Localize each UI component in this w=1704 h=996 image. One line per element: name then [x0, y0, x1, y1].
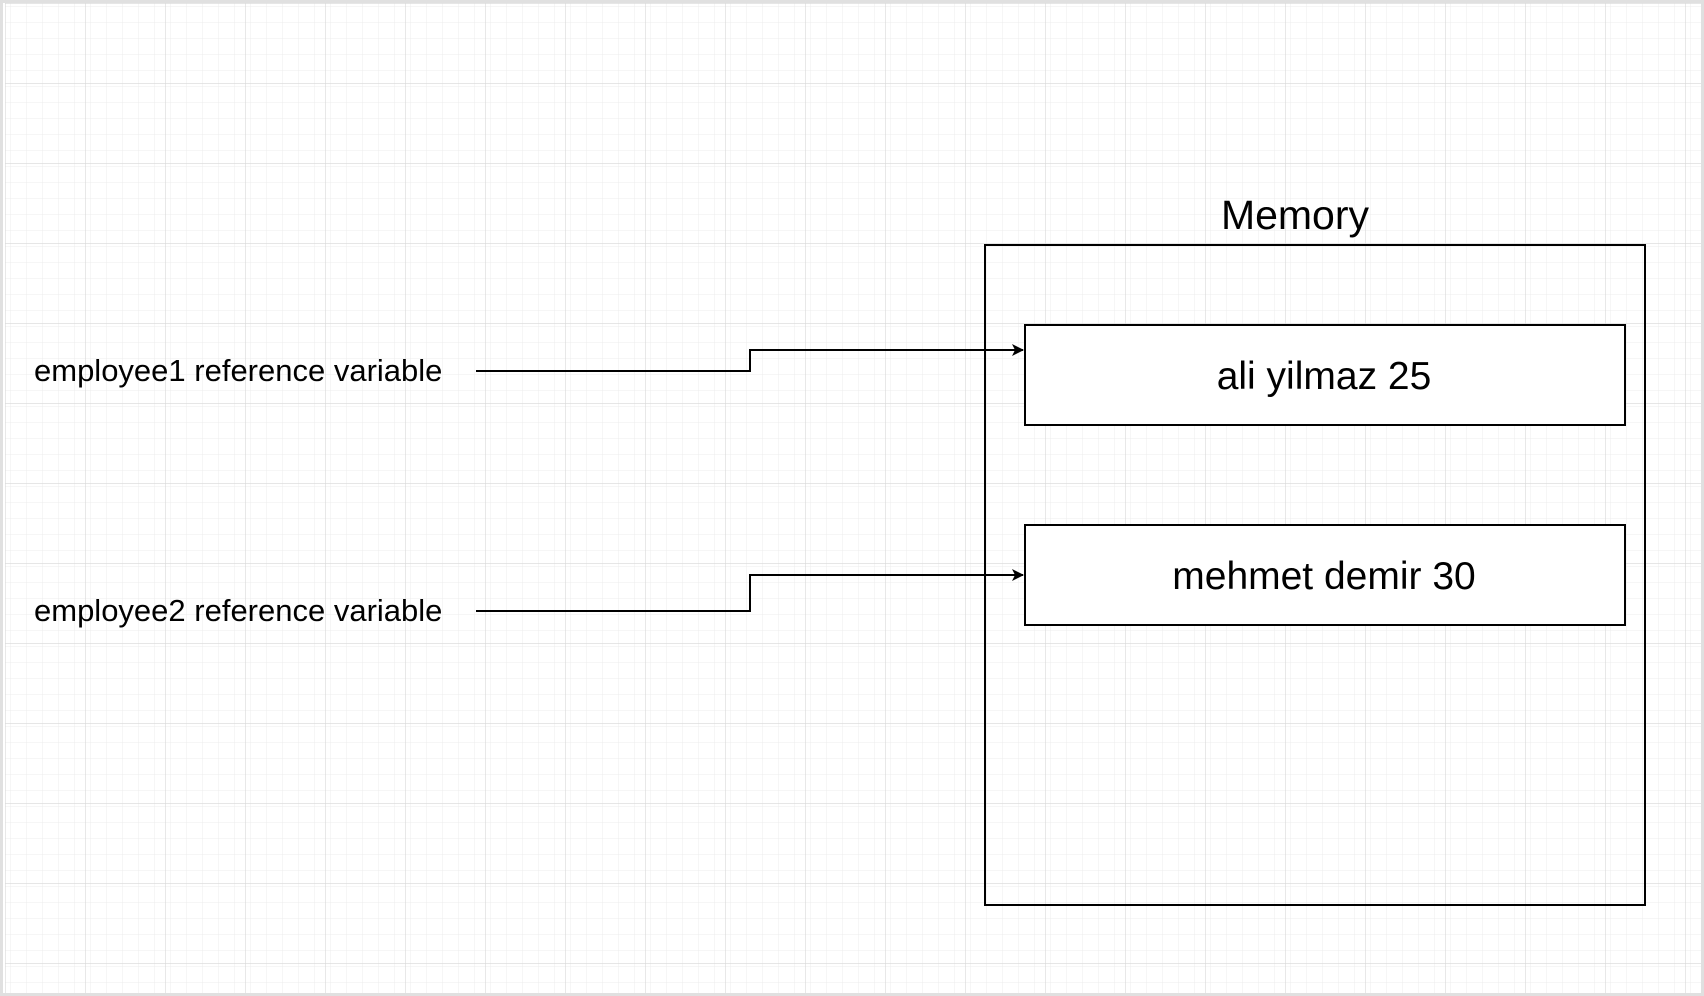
- memory-object-2[interactable]: mehmet demir 30: [1024, 524, 1626, 626]
- reference-arrow-1[interactable]: [476, 344, 1024, 372]
- reference-label-1: employee1 reference variable: [34, 353, 442, 388]
- reference-label-2: employee2 reference variable: [34, 593, 442, 628]
- object-box-1[interactable]: [1024, 324, 1626, 426]
- object-box-2[interactable]: [1024, 524, 1626, 626]
- memory-object-1[interactable]: ali yilmaz 25: [1024, 324, 1626, 426]
- grid-background: [5, 3, 1704, 996]
- object-label-1: ali yilmaz 25: [1217, 355, 1432, 398]
- memory-title: Memory: [1221, 192, 1370, 238]
- object-label-2: mehmet demir 30: [1172, 555, 1475, 598]
- reference-arrow-2[interactable]: [476, 569, 1024, 612]
